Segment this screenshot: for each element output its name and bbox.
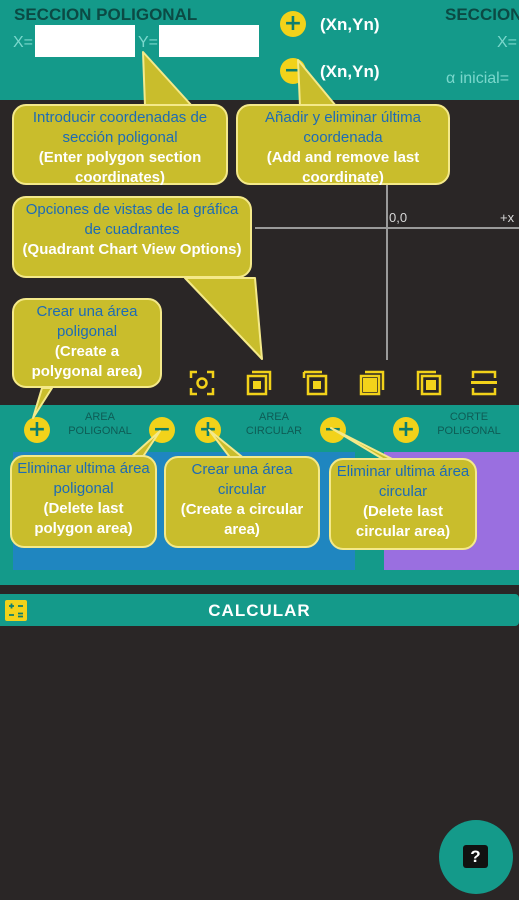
y-label: Y= bbox=[138, 34, 159, 51]
callout-delete-circle-en: (Delete last circular area) bbox=[355, 503, 451, 540]
callout-view-options: Opciones de vistas de la gráfica de cuad… bbox=[12, 196, 252, 278]
coordinate-input-panel: SECCION POLIGONAL SECCION X= Y= + (Xn,Yn… bbox=[0, 0, 519, 100]
remove-circular-area-button[interactable]: − bbox=[320, 417, 346, 443]
center-focus-icon[interactable] bbox=[189, 370, 215, 396]
add-cut-polygon-button[interactable]: + bbox=[393, 417, 419, 443]
callout-create-polygon: Crear una área poligonal (Create a polyg… bbox=[12, 298, 162, 388]
next-section-title: SECCION bbox=[445, 5, 519, 24]
callout-create-polygon-en: (Create a polygonal area) bbox=[31, 343, 143, 380]
y-axis bbox=[386, 185, 388, 360]
callout-add-remove-en: (Add and remove last coordinate) bbox=[266, 149, 420, 186]
quadrant-1-icon[interactable] bbox=[246, 370, 272, 396]
next-x-label: X= bbox=[497, 34, 518, 51]
callout-create-polygon-es: Crear una área poligonal bbox=[36, 303, 138, 340]
remove-polygonal-area-button[interactable]: − bbox=[149, 417, 175, 443]
callout-create-circle-en: (Create a circular area) bbox=[180, 501, 304, 538]
callout-delete-polygon-es: Eliminar ultima área poligonal bbox=[17, 460, 150, 497]
help-icon: ? bbox=[463, 845, 488, 868]
callout-add-remove-es: Añadir y eliminar última coordenada bbox=[265, 109, 421, 146]
y-input[interactable] bbox=[159, 25, 259, 57]
x-label: X= bbox=[13, 34, 34, 51]
add-circular-area-button[interactable]: + bbox=[195, 417, 221, 443]
callout-delete-polygon-en: (Delete last polygon area) bbox=[34, 500, 133, 537]
add-polygonal-area-button[interactable]: + bbox=[24, 417, 50, 443]
callout-coordinates-es: Introducir coordenadas de sección poligo… bbox=[32, 109, 208, 146]
calculate-label: CALCULAR bbox=[208, 601, 311, 620]
half-horizontal-icon[interactable] bbox=[471, 370, 497, 396]
callout-coordinates-en: (Enter polygon section coordinates) bbox=[38, 149, 202, 186]
help-button[interactable]: ? bbox=[439, 820, 513, 894]
polygonal-area-label-line2: POLIGONAL bbox=[68, 425, 132, 437]
callout-view-options-en: (Quadrant Chart View Options) bbox=[22, 241, 242, 258]
x-input[interactable] bbox=[35, 25, 135, 57]
remove-coordinate-label: (Xn,Yn) bbox=[320, 62, 380, 81]
calculate-button[interactable]: CALCULAR bbox=[0, 594, 519, 626]
initial-angle-label: α inicial= bbox=[446, 70, 510, 87]
quadrant-4-icon[interactable] bbox=[416, 370, 442, 396]
polygonal-area-label-line1: AREA bbox=[85, 411, 115, 423]
origin-label: 0,0 bbox=[389, 210, 408, 225]
calculator-icon bbox=[5, 600, 27, 621]
callout-coordinates: Introducir coordenadas de sección poligo… bbox=[12, 104, 228, 186]
callout-delete-polygon: Eliminar ultima área poligonal (Delete l… bbox=[10, 455, 157, 548]
callout-add-remove: Añadir y eliminar última coordenada (Add… bbox=[236, 104, 450, 186]
add-coordinate-button[interactable]: + bbox=[280, 11, 306, 37]
x-axis-label: +x bbox=[500, 210, 515, 225]
cut-polygon-label: CORTE POLIGONAL bbox=[427, 410, 511, 438]
callout-create-circle-es: Crear una área circular bbox=[191, 461, 293, 498]
callout-delete-circle: Eliminar ultima área circular (Delete la… bbox=[329, 458, 477, 550]
section-title: SECCION POLIGONAL bbox=[14, 5, 198, 24]
quadrant-2-icon[interactable] bbox=[302, 370, 328, 396]
quadrant-3-icon[interactable] bbox=[359, 370, 385, 396]
circular-area-label-line1: AREA bbox=[259, 411, 289, 423]
circular-area-label-line2: CIRCULAR bbox=[245, 425, 303, 437]
circular-area-label: AREA CIRCULAR bbox=[232, 410, 316, 438]
cut-polygon-label-line1: CORTE bbox=[449, 411, 489, 423]
add-coordinate-label: (Xn,Yn) bbox=[320, 15, 380, 34]
callout-delete-circle-es: Eliminar ultima área circular bbox=[336, 463, 470, 500]
polygonal-area-label: AREA POLIGONAL bbox=[58, 410, 142, 438]
cut-polygon-label-line2: POLIGONAL bbox=[437, 425, 501, 437]
callout-view-options-es: Opciones de vistas de la gráfica de cuad… bbox=[25, 201, 239, 238]
remove-coordinate-button[interactable]: − bbox=[280, 58, 306, 84]
callout-create-circle: Crear una área circular (Create a circul… bbox=[164, 456, 320, 548]
